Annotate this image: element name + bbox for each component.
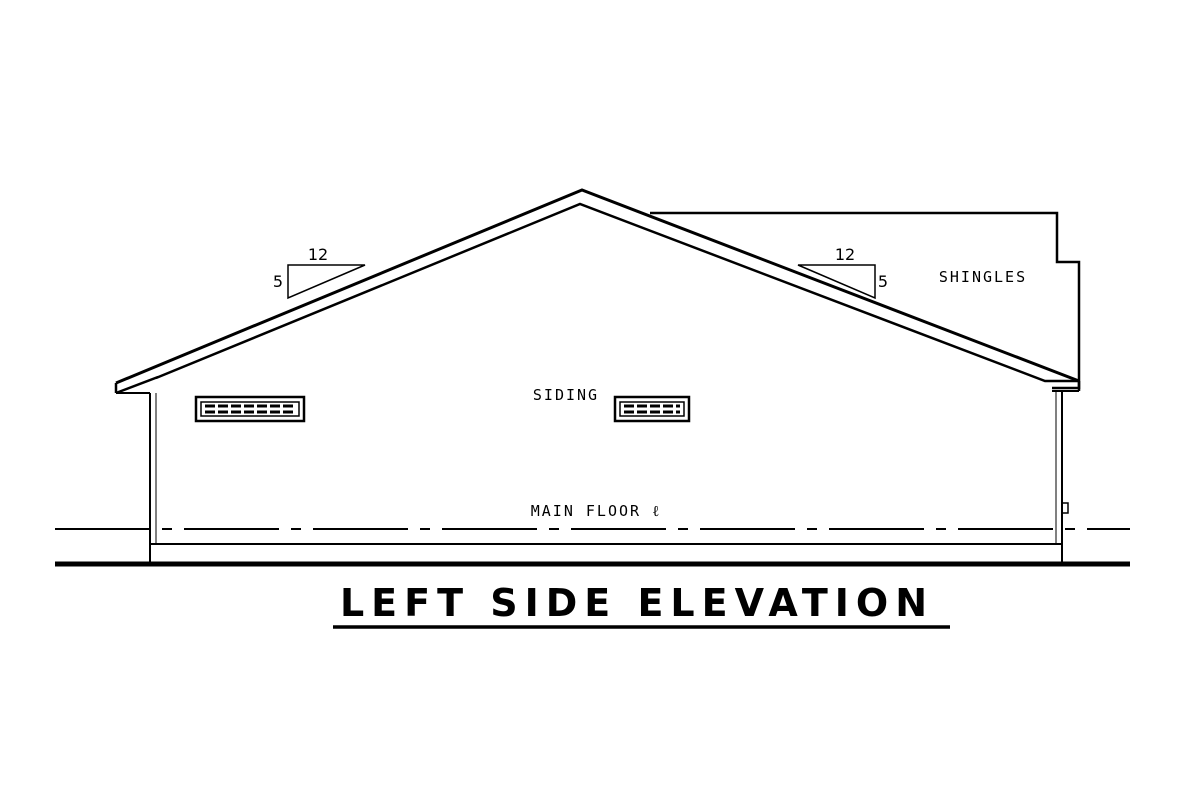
roof-pitch-right: 12 5 [797,245,888,300]
gable-roof-inner [115,202,1079,395]
pitch-left-rise: 5 [273,272,283,291]
wall-right-fixture [1061,502,1069,514]
pitch-right-rise: 5 [878,272,888,291]
gable-vent-left [194,395,306,423]
main-floor-label: MAIN FLOOR ℓ [531,502,662,520]
pitch-right-run: 12 [835,245,855,264]
drawing-title: LEFT SIDE ELEVATION [340,581,934,625]
pitch-left-run: 12 [308,245,328,264]
gable-vent-right [613,395,691,423]
roof-pitch-left: 12 5 [273,245,366,300]
shingles-label: SHINGLES [939,268,1027,286]
siding-label: SIDING [533,386,599,404]
gable-roof-outer [115,188,1080,385]
rear-roof-outline [650,211,1081,390]
